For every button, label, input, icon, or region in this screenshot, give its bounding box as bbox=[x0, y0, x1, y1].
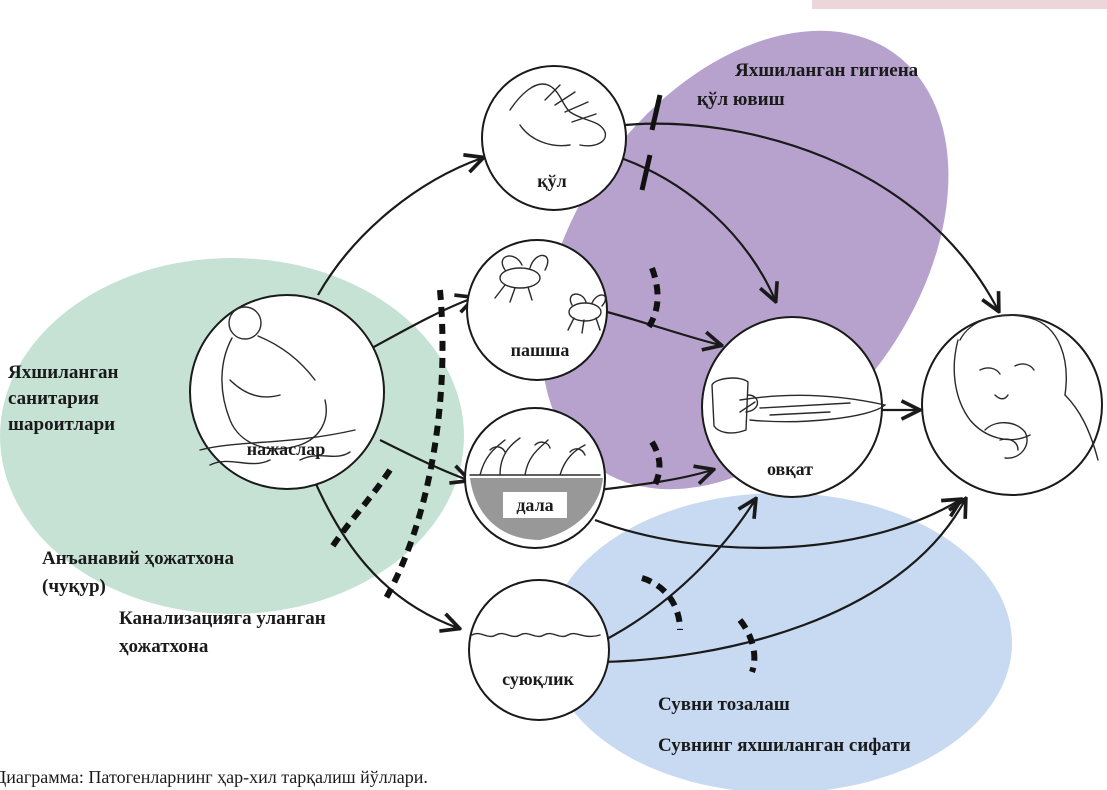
flies-node: пашша bbox=[466, 239, 608, 381]
fields-node: дала bbox=[464, 407, 606, 549]
handwashing-barrier-1 bbox=[649, 94, 663, 131]
fluids-node: суюқлик bbox=[468, 579, 610, 721]
sewer-latrine-line2: ҳожатхона bbox=[119, 636, 209, 657]
sanitation-label-line3: шароитлари bbox=[8, 414, 115, 435]
sewer-latrine-barrier bbox=[382, 289, 446, 602]
food-node: овқат bbox=[701, 316, 887, 498]
fluids-label: суюқлик bbox=[502, 669, 574, 689]
traditional-latrine-line2: (чуқур) bbox=[42, 576, 106, 597]
water-treatment-barrier-2 bbox=[737, 618, 758, 673]
squatting-person-icon bbox=[199, 306, 356, 466]
sewer-latrine-line1: Канализацияга уланган bbox=[119, 608, 326, 629]
water-treatment-barrier-1 bbox=[640, 575, 683, 631]
water-treatment-label: Сувни тозалаш bbox=[658, 694, 790, 715]
flies-label: пашша bbox=[511, 340, 570, 360]
sanitation-label-line1: Яхшиланган bbox=[8, 362, 118, 383]
handwashing-barrier-2 bbox=[639, 154, 653, 191]
traditional-latrine-barrier bbox=[327, 468, 393, 552]
hand-icon bbox=[509, 83, 607, 147]
hygiene-label: Яхшиланган гигиена bbox=[735, 60, 919, 81]
feces-label: нажаслар bbox=[247, 439, 326, 459]
hands-label: қўл bbox=[537, 171, 566, 191]
water-surface-icon bbox=[471, 632, 601, 638]
traditional-latrine-line1: Анъанавий ҳожатхона bbox=[42, 548, 234, 569]
water-zone bbox=[548, 493, 1012, 790]
food-label: овқат bbox=[767, 459, 813, 479]
corner-tab bbox=[812, 0, 1107, 9]
handwashing-label: қўл ювиш bbox=[697, 89, 785, 110]
barriers bbox=[327, 94, 758, 673]
hands-node: қўл bbox=[481, 65, 627, 211]
eating-person-node bbox=[921, 314, 1103, 496]
feces-node: нажаслар bbox=[189, 294, 385, 490]
sanitation-label-line2: санитария bbox=[8, 388, 99, 409]
flies-barrier bbox=[645, 266, 661, 330]
eating-person-icon bbox=[953, 314, 1099, 461]
fly-icon bbox=[494, 254, 607, 334]
fields-label: дала bbox=[516, 495, 553, 515]
figure-caption: Диаграмма: Патогенларнинг ҳар-хил тарқал… bbox=[0, 767, 428, 787]
fields-barrier bbox=[649, 440, 663, 492]
water-quality-label: Сувнинг яхшиланган сифати bbox=[658, 735, 911, 756]
food-plate-icon bbox=[711, 377, 887, 434]
